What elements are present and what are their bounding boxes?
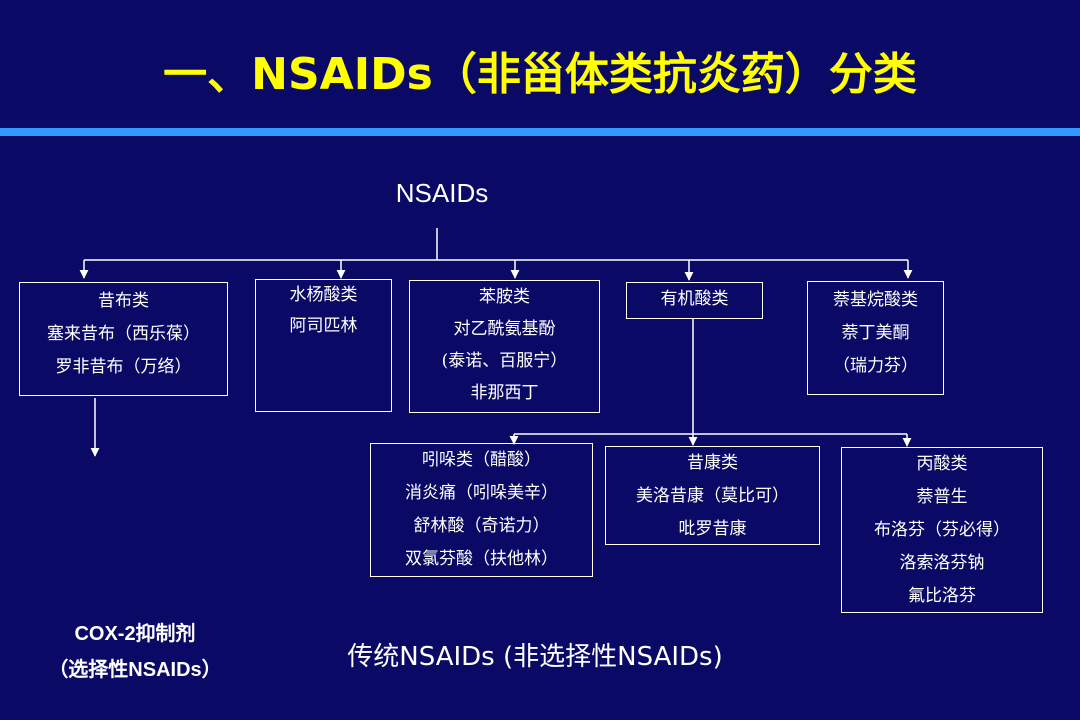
drug-item: 氟比洛芬	[908, 586, 976, 606]
category-label: 吲哚类（醋酸）	[422, 450, 541, 470]
drug-item: 萘丁美酮	[841, 323, 910, 343]
root-node-nsaids: NSAIDs	[395, 178, 489, 208]
drug-item: （瑞力芬）	[833, 356, 918, 376]
category-label: 昔康类	[687, 453, 738, 473]
drug-item: 对乙酰氨基酚	[453, 319, 556, 339]
drug-item: 美洛昔康（莫比可）	[636, 486, 789, 506]
title-divider	[0, 128, 1080, 136]
drug-item: 非那西丁	[470, 383, 539, 403]
drug-item: 消炎痛（吲哚美辛）	[405, 483, 558, 503]
category-label: 水杨酸类	[289, 285, 358, 305]
cox2-inhibitor-label: COX-2抑制剂 （选择性NSAIDs）	[20, 616, 250, 688]
category-naphthyl-box: 萘基烷酸类 萘丁美酮 （瑞力芬）	[807, 281, 944, 395]
traditional-nsaids-label: 传统NSAIDs (非选择性NSAIDs)	[347, 642, 723, 672]
category-label: 昔布类	[98, 291, 149, 311]
drug-item: (泰诺、百服宁）	[441, 351, 568, 371]
drug-item: 双氯芬酸（扶他林）	[405, 549, 558, 569]
drug-item: 罗非昔布（万络）	[55, 357, 192, 377]
drug-item: 阿司匹林	[289, 316, 358, 336]
category-label: 有机酸类	[660, 289, 729, 309]
drug-item: 布洛芬（芬必得）	[874, 520, 1010, 540]
cox2-label-line: COX-2抑制剂	[74, 623, 196, 645]
drug-item: 塞来昔布（西乐葆）	[47, 324, 200, 344]
slide-title: 一、NSAIDs（非甾体类抗炎药）分类	[163, 49, 917, 100]
drug-item: 吡罗昔康	[678, 519, 747, 539]
subcategory-propionic-box: 丙酸类 萘普生 布洛芬（芬必得） 洛索洛芬钠 氟比洛芬	[841, 447, 1043, 613]
subcategory-indole-box: 吲哚类（醋酸） 消炎痛（吲哚美辛） 舒林酸（奇诺力） 双氯芬酸（扶他林）	[370, 443, 593, 577]
category-coxib-box: 昔布类 塞来昔布（西乐葆） 罗非昔布（万络）	[19, 282, 228, 396]
category-salicylate-box: 水杨酸类 阿司匹林	[255, 279, 392, 412]
cox2-label-line: （选择性NSAIDs）	[48, 659, 222, 681]
category-label: 苯胺类	[479, 287, 530, 307]
category-organic-acid-box: 有机酸类	[626, 282, 763, 319]
subcategory-oxicam-box: 昔康类 美洛昔康（莫比可） 吡罗昔康	[605, 446, 820, 545]
category-label: 丙酸类	[916, 454, 968, 474]
drug-item: 洛索洛芬钠	[899, 553, 985, 573]
category-aniline-box: 苯胺类 对乙酰氨基酚 (泰诺、百服宁） 非那西丁	[409, 280, 600, 413]
drug-item: 舒林酸（奇诺力）	[413, 516, 550, 536]
drug-item: 萘普生	[916, 487, 968, 507]
category-label: 萘基烷酸类	[833, 290, 918, 310]
